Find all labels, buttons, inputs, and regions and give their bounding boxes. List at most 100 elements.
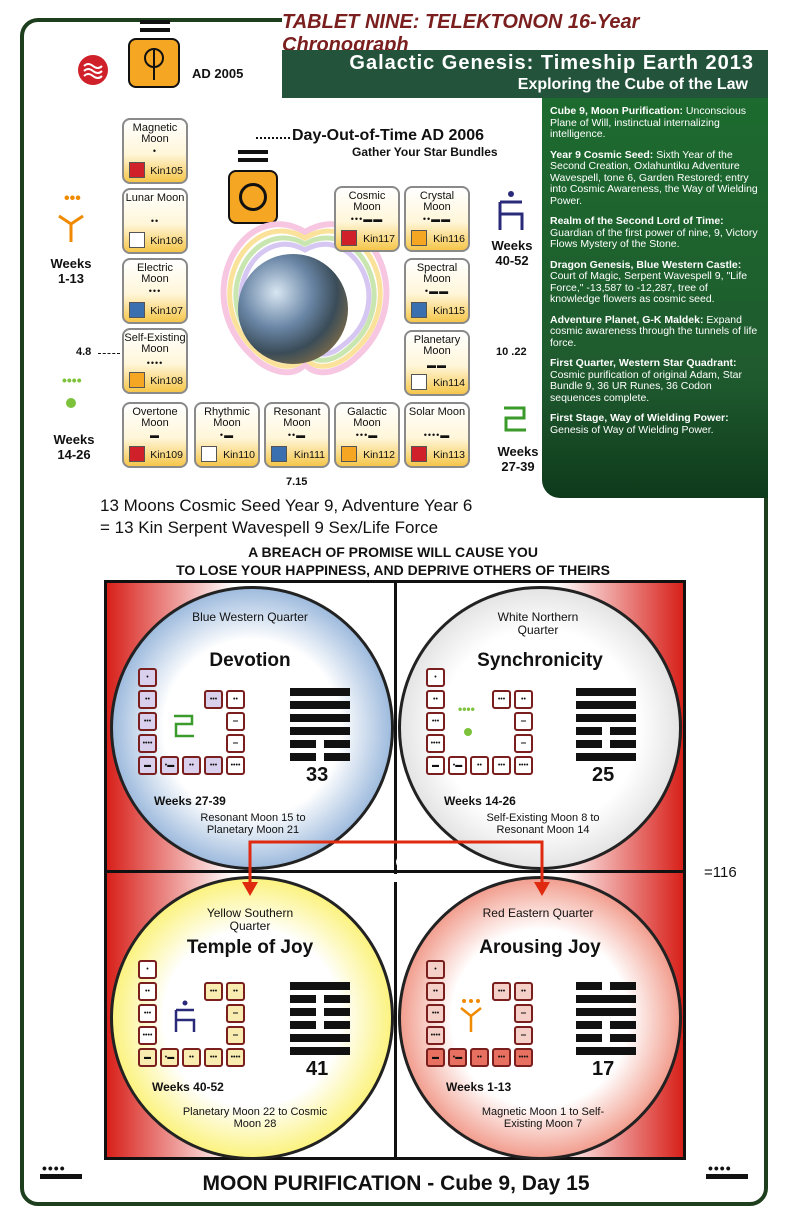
moon-lunar[interactable]: Lunar Moon •• Kin106 <box>122 188 188 254</box>
moon-rhythmic[interactable]: Rhythmic Moon •▬ Kin110 <box>194 402 260 468</box>
red-quarter-title: Arousing Joy <box>479 937 601 958</box>
hexagram-line <box>576 982 602 990</box>
earth-image <box>238 254 348 364</box>
green-dots-icon: •••• <box>62 372 82 388</box>
seed-y-icon <box>56 210 86 251</box>
seed-glyph-icon <box>228 150 282 228</box>
hexagram-line <box>324 753 350 761</box>
green-dot-icon <box>66 398 76 408</box>
red-quadrant-circle <box>398 876 682 1160</box>
weeks-40-52: Weeks 40-52 <box>491 238 533 268</box>
blue-range: Resonant Moon 15 to Planetary Moon 21 <box>200 812 306 836</box>
white-weeks: Weeks 14-26 <box>444 794 516 808</box>
green-serpent-icon <box>500 398 530 439</box>
moon-crystal[interactable]: Crystal Moon ••▬▬ Kin116 <box>404 186 470 252</box>
red-cube-grid: • •• ••• •••• ▬ •▬ •• ••• •••• ═ ═ •• ••… <box>426 960 546 1080</box>
moon-self-existing[interactable]: Self-Existing Moon •••• Kin108 <box>122 328 188 394</box>
marker-left: 4.8 <box>76 346 92 358</box>
blue-quarter-name: Blue Western Quarter <box>192 610 308 624</box>
red-skywalker-icon <box>341 230 357 246</box>
blue-h-small-icon <box>172 1000 198 1039</box>
blue-hand-icon <box>271 446 287 462</box>
hexagram-line <box>610 982 636 990</box>
day-out-of-time-label: Day-Out-of-Time AD 2006 <box>292 127 485 144</box>
page-title: Galactic Genesis: Timeship Earth 2013 <box>349 52 754 74</box>
year-bearer-icon <box>128 20 182 90</box>
blue-hexagram-number: 33 <box>306 764 329 786</box>
moon-resonant[interactable]: Resonant Moon ••▬ Kin111 <box>264 402 330 468</box>
moon-planetary[interactable]: Planetary Moon ▬▬ Kin114 <box>404 330 470 396</box>
marker-right: 10 .22 <box>496 346 527 358</box>
hexagram-line <box>324 740 350 748</box>
warning-line-2: TO LOSE YOUR HAPPINESS, AND DEPRIVE OTHE… <box>176 562 610 578</box>
hexagram-line <box>610 1034 636 1042</box>
blue-night-icon <box>129 302 145 318</box>
blue-h-icon <box>494 190 528 239</box>
sidebar-section: Adventure Planet, G-K Maldek: Expand cos… <box>550 313 758 349</box>
orange-dots-icon: ••• <box>64 190 81 207</box>
year-label: AD 2005 <box>192 66 244 81</box>
hexagram-line <box>576 740 602 748</box>
hexagram-line <box>576 995 636 1003</box>
footer-nine-left-icon: •••• <box>40 1160 84 1182</box>
yellow-hexagram-number: 41 <box>306 1058 329 1080</box>
hexagram-line <box>576 1047 636 1055</box>
blue-monkey-icon <box>411 302 427 318</box>
red-moon-icon <box>411 446 427 462</box>
moon-spectral[interactable]: Spectral Moon •▬▬ Kin115 <box>404 258 470 324</box>
hexagram-line <box>290 982 350 990</box>
moon-solar[interactable]: Solar Moon ••••▬ Kin113 <box>404 402 470 468</box>
moon-galactic[interactable]: Galactic Moon •••▬ Kin112 <box>334 402 400 468</box>
moon-cosmic[interactable]: Cosmic Moon •••▬▬ Kin117 <box>334 186 400 252</box>
green-dot-small-icon <box>464 728 472 736</box>
hexagram-line <box>576 727 602 735</box>
sidebar-section: Year 9 Cosmic Seed: Sixth Year of the Se… <box>550 148 758 207</box>
red-quarter-name: Red Eastern Quarter <box>482 906 594 920</box>
footer-title: MOON PURIFICATION - Cube 9, Day 15 <box>202 1172 590 1195</box>
orange-y-small-icon <box>458 998 484 1039</box>
yellow-human-icon <box>411 230 427 246</box>
hexagram-line <box>576 1008 636 1016</box>
hexagram-line <box>290 727 350 735</box>
marker-bottom: 7.15 <box>286 476 308 488</box>
yellow-cube-grid: • •• ••• •••• ▬ •▬ •• ••• •••• ═ ═ •• ••… <box>138 960 258 1080</box>
tablet-title: TABLET NINE: TELEKTONON 16-Year Chronogr… <box>282 11 768 56</box>
hexagram-line <box>576 753 636 761</box>
moon-magnetic[interactable]: Magnetic Moon • Kin105 <box>122 118 188 184</box>
footer-nine-right-icon: •••• <box>706 1160 750 1182</box>
red-weeks: Weeks 1-13 <box>446 1080 512 1094</box>
white-wind-icon <box>129 232 145 248</box>
info-sidebar: Cube 9, Moon Purification: Unconscious P… <box>542 98 768 498</box>
weeks-27-39: Weeks 27-39 <box>497 444 539 474</box>
hexagram-line <box>290 1034 350 1042</box>
year-line-1: 13 Moons Cosmic Seed Year 9, Adventure Y… <box>100 496 473 515</box>
white-hexagram-number: 25 <box>592 764 615 786</box>
yellow-seed-icon <box>129 372 145 388</box>
page-subtitle: Exploring the Cube of the Law <box>517 76 748 93</box>
hexagram-line <box>324 1021 350 1029</box>
red-hexagram-number: 17 <box>592 1058 615 1080</box>
hexagram-line <box>290 753 316 761</box>
white-cube-grid: • •• ••• •••• ▬ •▬ •• ••• •••• ═ ═ •• ••… <box>426 668 546 788</box>
white-quarter-title: Synchronicity <box>477 650 603 671</box>
hexagram-line <box>324 1008 350 1016</box>
hexagram-line <box>290 995 316 1003</box>
moon-overtone[interactable]: Overtone Moon ▬ Kin109 <box>122 402 188 468</box>
weeks-1-13: Weeks 1-13 <box>50 256 92 286</box>
hexagram-line <box>576 714 636 722</box>
blue-quadrant-circle <box>110 586 394 870</box>
red-serpent-icon <box>129 446 145 462</box>
quadrant-divider-h <box>104 870 686 873</box>
blue-weeks: Weeks 27-39 <box>154 794 226 808</box>
hexagram-line <box>290 740 316 748</box>
sidebar-section: First Quarter, Western Star Quadrant: Co… <box>550 357 742 404</box>
marker-left-line <box>98 353 120 354</box>
yellow-star-icon <box>341 446 357 462</box>
hexagram-line <box>290 714 350 722</box>
hexagram-line <box>290 1008 316 1016</box>
hexagram-line <box>290 1021 316 1029</box>
moon-electric[interactable]: Electric Moon ••• Kin107 <box>122 258 188 324</box>
hexagram-line <box>290 688 350 696</box>
yellow-weeks: Weeks 40-52 <box>152 1080 224 1094</box>
hexagram-line <box>576 1021 602 1029</box>
